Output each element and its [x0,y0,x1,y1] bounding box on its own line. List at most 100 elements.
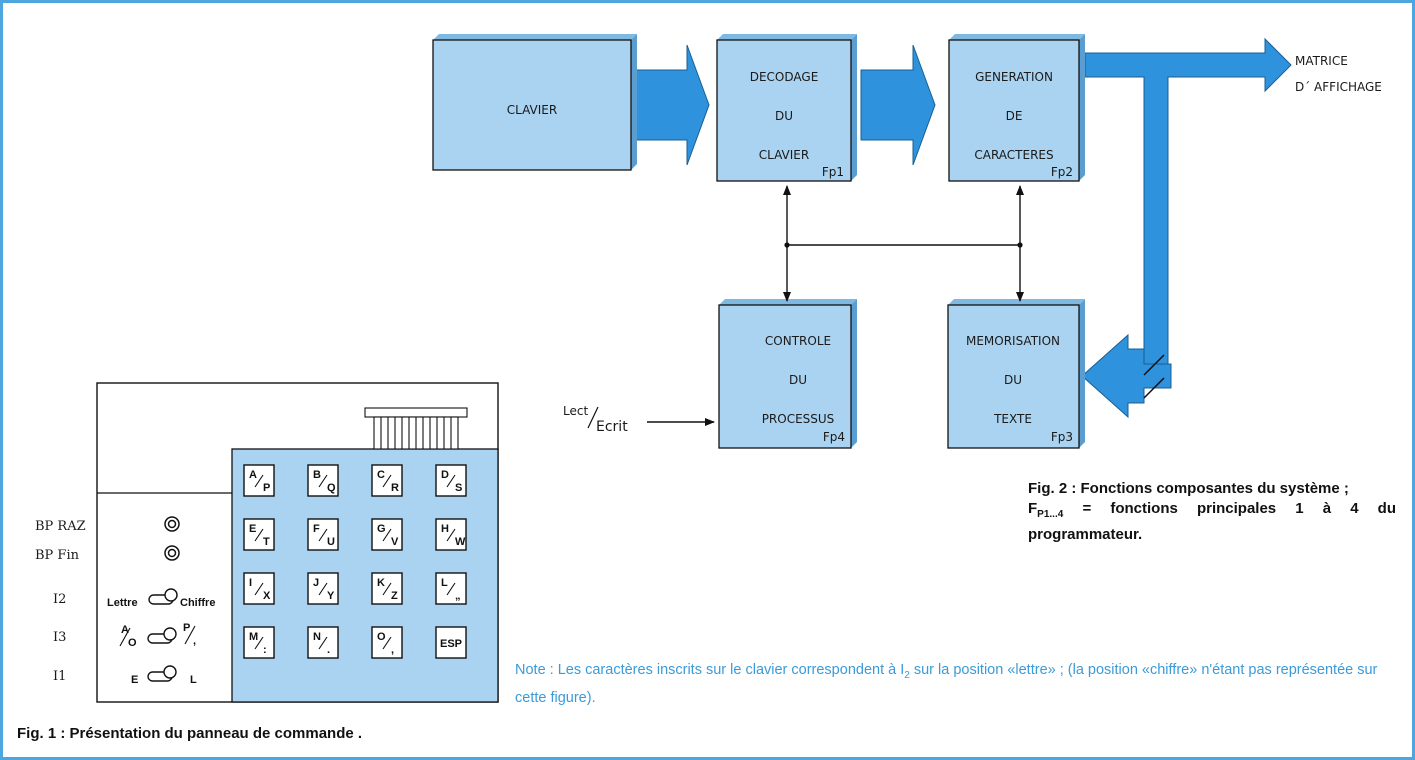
key-slash [382,528,392,542]
key-g[interactable]: GV [371,518,403,551]
input-label-ecrit: Ecrit [596,419,628,435]
switch-i1-left-label: E [131,674,138,686]
key-i[interactable]: IX [243,572,275,605]
key-top-label: J [313,577,319,589]
block-controle: CONTROLE DU PROCESSUS Fp4 [718,299,857,449]
block-decodage-line-1: DECODAGE [750,70,819,84]
key-d[interactable]: DS [435,464,467,497]
block-decodage-fp: Fp1 [822,165,844,179]
key-bottom-label: W [455,536,466,548]
key-bottom-label: , [391,644,394,656]
key-c[interactable]: CR [371,464,403,497]
key-slash [254,528,264,542]
key-h[interactable]: HW [435,518,467,551]
block-clavier-line-1: CLAVIER [507,103,557,117]
block-generation: GENERATION DE CARACTERES Fp2 [948,34,1085,182]
input-label-lect: Lect [563,404,588,418]
key-e[interactable]: ET [243,518,275,551]
ribbon-connector [364,407,468,450]
key-bottom-label: Y [327,590,335,602]
key-slash [382,582,392,596]
block-controle-line-2: DU [789,373,807,387]
interconnect-bus [647,185,1024,426]
key-slash [318,474,328,488]
key-slash [382,474,392,488]
fig2-caption-line-1: Fig. 2 : Fonctions composantes du systèm… [1028,480,1349,497]
key-top-label: C [377,469,385,481]
key-slash [446,528,456,542]
fig2-caption-f: F [1028,500,1038,517]
key-slash [254,582,264,596]
bp-fin-button[interactable] [164,545,180,561]
key-top-label: I [249,577,252,589]
key-top-label: H [441,523,449,535]
block-memorisation-fp: Fp3 [1051,430,1073,444]
control-panel [96,382,499,703]
junction-dot-right [1017,242,1023,248]
label-bp-fin: BP Fin [35,548,80,563]
label-i3: I3 [53,630,66,645]
key-top-label: M [249,631,258,643]
key-l[interactable]: L„ [435,572,467,605]
key-a[interactable]: AP [243,464,275,497]
switch-i2-lettre-chiffre[interactable]: Lettre Chiffre [107,588,215,609]
key-slash [318,636,328,650]
block-generation-line-3: CARACTERES [974,148,1053,162]
block-clavier: CLAVIER [432,34,637,171]
block-decodage-line-3: CLAVIER [759,148,809,162]
switch-i3-right-bottom: , [193,635,196,647]
key-bottom-label: S [455,482,462,494]
key-slash [318,582,328,596]
switch-i3-left-bottom: O [128,637,137,649]
switch-i3[interactable]: A O P , [119,622,196,649]
block-memorisation-line-1: MEMORISATION [966,334,1060,348]
key-top-label: D [441,469,449,481]
block-generation-line-2: DE [1006,109,1023,123]
key-top-label: E [249,523,256,535]
key-bottom-label: P [263,482,270,494]
fig2-caption-rest: = fonctions principales 1 à 4 du program… [1028,500,1397,543]
key-top-label: O [377,631,386,643]
switch-i3-left-top: A [121,624,129,636]
note-sub: 2 [904,669,910,681]
key-b[interactable]: BQ [307,464,339,497]
key-slash [318,528,328,542]
key-esp[interactable]: ESP [435,626,467,659]
block-decodage: DECODAGE DU CLAVIER Fp1 [716,34,857,182]
block-controle-line-3: PROCESSUS [762,412,835,426]
switch-i1[interactable]: E L [131,665,197,686]
input-label-slash [587,406,599,429]
key-label: ESP [440,638,462,650]
key-slash [254,636,264,650]
note-part-b: sur la position «lettre» ; (la position … [515,662,1378,706]
switch-i1-right-label: L [190,674,197,686]
switch-i2-right-label: Chiffre [180,597,215,609]
output-label-line-1: MATRICE [1295,54,1348,68]
label-bp-raz: BP RAZ [35,519,86,534]
key-m[interactable]: M: [243,626,275,659]
key-bottom-label: . [327,644,330,656]
key-bottom-label: T [263,536,270,548]
key-slash [382,636,392,650]
output-bus-arrow [1084,37,1292,367]
bp-raz-button[interactable] [164,516,180,532]
key-top-label: A [249,469,257,481]
key-top-label: N [313,631,321,643]
key-top-label: B [313,469,321,481]
key-k[interactable]: KZ [371,572,403,605]
key-o[interactable]: O, [371,626,403,659]
block-controle-fp: Fp4 [823,430,845,444]
key-bottom-label: Z [391,590,398,602]
arrow-bus-memorisation [1081,333,1172,419]
key-j[interactable]: JY [307,572,339,605]
key-bottom-label: X [263,590,271,602]
key-n[interactable]: N. [307,626,339,659]
key-bottom-label: R [391,482,399,494]
fig1-caption: Fig. 1 : Présentation du panneau de comm… [17,725,363,742]
arrow-decodage-generation [860,44,936,166]
key-f[interactable]: FU [307,518,339,551]
figure-canvas: CLAVIER DECODAGE DU CLAVIER Fp1 GENERATI… [35,34,1382,703]
bus-slash-2 [1143,377,1165,399]
